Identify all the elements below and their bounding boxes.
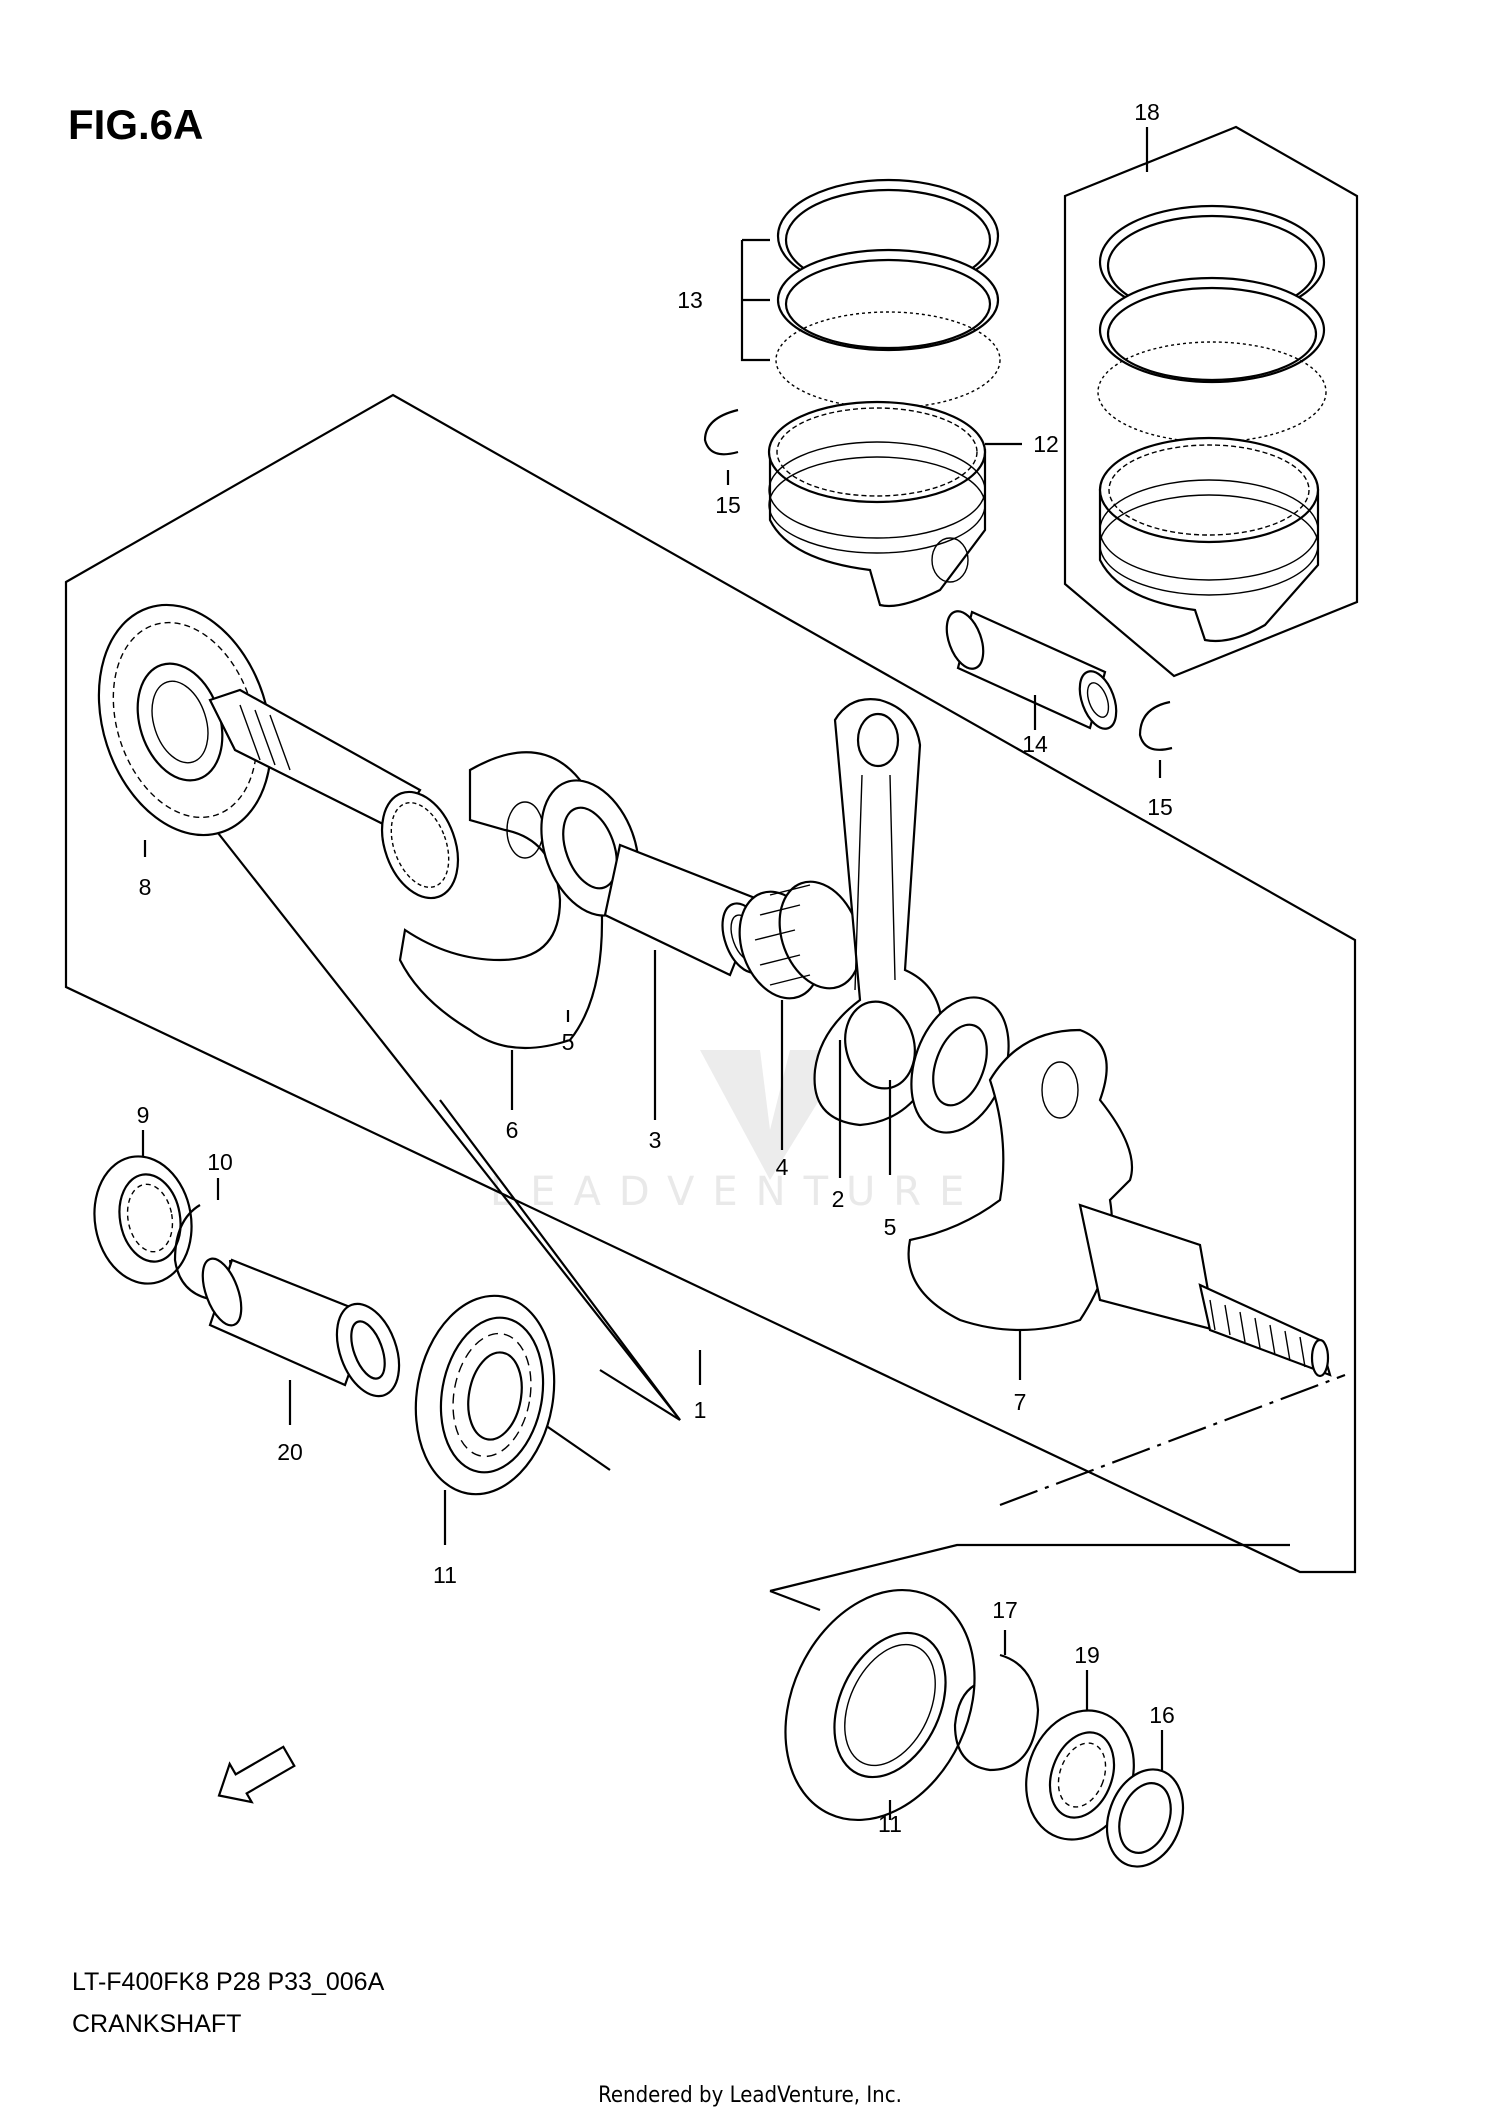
callout-11-right[interactable]: 11 [878,1811,902,1837]
fwd-direction-arrow: FWD [217,1745,296,1804]
part-13-piston-ring-set [775,178,1001,409]
leader-lines [141,127,1164,1820]
callout-9[interactable]: 9 [137,1102,150,1128]
callout-14[interactable]: 14 [1022,731,1048,757]
callout-16[interactable]: 16 [1149,1702,1175,1728]
part-17-circlip [953,1653,1040,1772]
part-5-thrust-washer-right [910,996,1010,1134]
part-16-oil-seal [1105,1768,1185,1868]
watermark: LEADVENTURE [490,1050,982,1215]
part-2-connecting-rod [813,698,943,1127]
part-8-timing-gear [97,603,273,837]
part-12-piston [767,400,987,608]
callout-5-right[interactable]: 5 [884,1214,897,1240]
callout-18[interactable]: 18 [1134,99,1160,125]
part-11-main-bearing-left [414,1294,556,1496]
callout-4[interactable]: 4 [776,1154,789,1180]
part-7-right-crank-web [907,1028,1332,1378]
bearing-group-outline [769,1543,1290,1593]
callout-10[interactable]: 10 [207,1149,233,1175]
part-18-piston-set [1097,204,1327,643]
part-4-needle-bearing [738,880,862,1000]
part-crank-left-shaft [208,688,459,900]
part-19-bearing [1025,1709,1135,1841]
piston-assembly-outline [1063,125,1359,678]
model-code: LT-F400FK8 P28 P33_006A [72,1968,385,1996]
callout-3[interactable]: 3 [649,1127,662,1153]
section-name: CRANKSHAFT [72,2010,241,2038]
figure-title: FIG.6A [68,101,203,148]
callout-11-left[interactable]: 11 [433,1562,457,1588]
callout-15-left[interactable]: 15 [715,492,741,518]
rendered-by-credit: Rendered by LeadVenture, Inc. [598,2083,902,2108]
centerline-lower [999,1373,1346,1507]
callout-2[interactable]: 2 [832,1186,845,1212]
guide-line-right [439,1099,681,1421]
callout-5-left[interactable]: 5 [562,1029,575,1055]
part-14-piston-pin [945,610,1118,730]
part-15-piston-pin-clip-right [1138,700,1173,751]
callout-19[interactable]: 19 [1074,1642,1100,1668]
callout-13[interactable]: 13 [677,287,703,313]
svg-text:LEADVENTURE: LEADVENTURE [490,1169,982,1215]
callout-12[interactable]: 12 [1033,431,1059,457]
part-15-piston-pin-clip-left [703,408,739,456]
callout-7[interactable]: 7 [1014,1389,1027,1415]
callout-17[interactable]: 17 [992,1597,1018,1623]
part-9-bearing [93,1155,193,1285]
callout-8[interactable]: 8 [139,874,152,900]
crankshaft-assembly-outline [64,393,1357,1574]
callout-1[interactable]: 1 [694,1397,707,1423]
part-20-sleeve [201,1257,401,1398]
callout-15-right[interactable]: 15 [1147,794,1173,820]
callout-6[interactable]: 6 [506,1117,519,1143]
callout-20[interactable]: 20 [277,1439,303,1465]
guide-line-left [195,804,681,1421]
part-11-main-bearing-right [784,1588,976,1822]
